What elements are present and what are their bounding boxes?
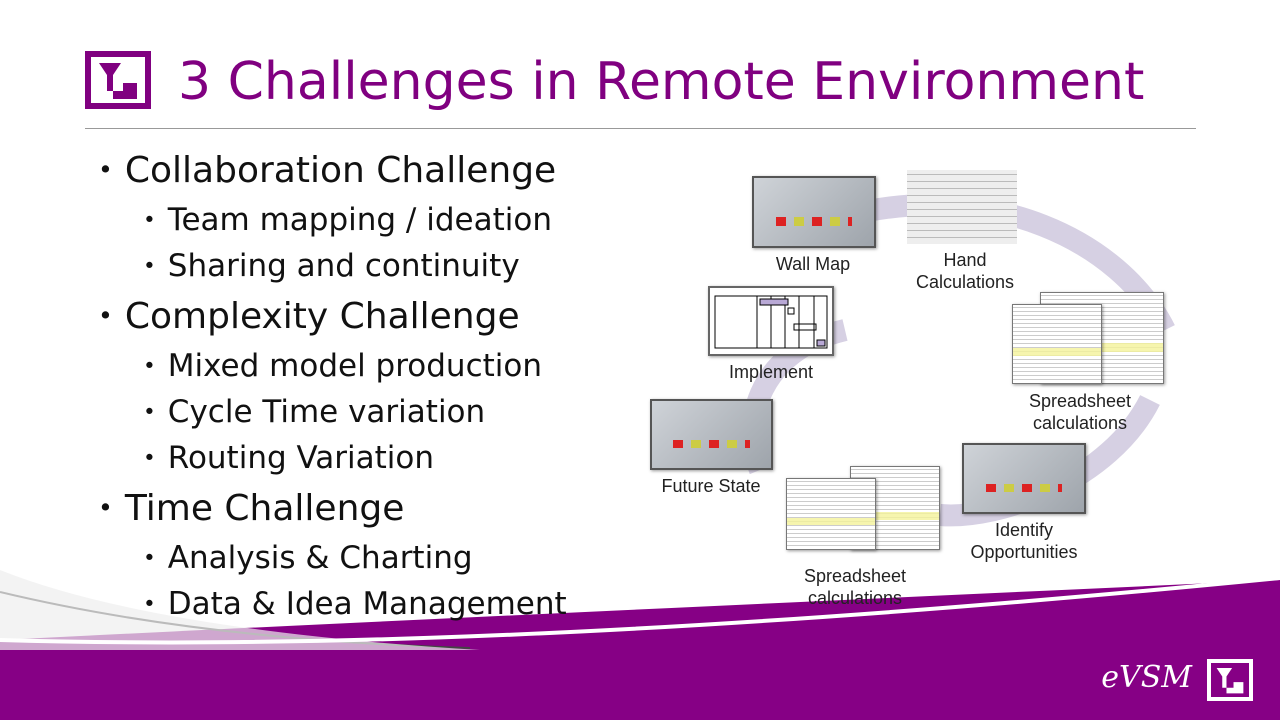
cycle-label: Spreadsheet calculations <box>803 566 907 608</box>
hand-calculations-image <box>907 170 1017 244</box>
identify-opportunities-image <box>962 443 1086 514</box>
implement-gantt-image <box>708 286 834 356</box>
bullet-complexity: Complexity Challenge <box>98 296 520 337</box>
cycle-label: Implement <box>728 362 814 382</box>
footer-band <box>0 580 1280 720</box>
cycle-label: Future State <box>661 476 761 496</box>
sub-bullet: Team mapping / ideation <box>143 202 552 238</box>
sub-bullet: Routing Variation <box>143 440 434 476</box>
slide-title: 3 Challenges in Remote Environment <box>178 52 1145 112</box>
sub-bullet: Sharing and continuity <box>143 248 520 284</box>
title-divider <box>85 128 1196 129</box>
cycle-label: Spreadsheet calculations <box>1028 391 1132 433</box>
sub-bullet: Data & Idea Management <box>143 586 567 622</box>
brand-wordmark: eVSM <box>1101 660 1192 695</box>
sub-bullet: Analysis & Charting <box>143 540 473 576</box>
evsm-footer-logo <box>1207 659 1253 701</box>
cycle-label: Hand Calculations <box>915 250 1015 292</box>
bullet-collaboration: Collaboration Challenge <box>98 150 556 191</box>
sub-bullet: Cycle Time variation <box>143 394 485 430</box>
future-state-image <box>650 399 773 470</box>
evsm-logo <box>85 51 151 109</box>
cycle-label: Identify Opportunities <box>970 520 1078 562</box>
spreadsheet-image <box>1012 304 1102 384</box>
wall-map-image <box>752 176 876 248</box>
cycle-label: Wall Map <box>775 254 851 274</box>
spreadsheet-image <box>786 478 876 550</box>
sub-bullet: Mixed model production <box>143 348 542 384</box>
bullet-time: Time Challenge <box>98 488 405 529</box>
